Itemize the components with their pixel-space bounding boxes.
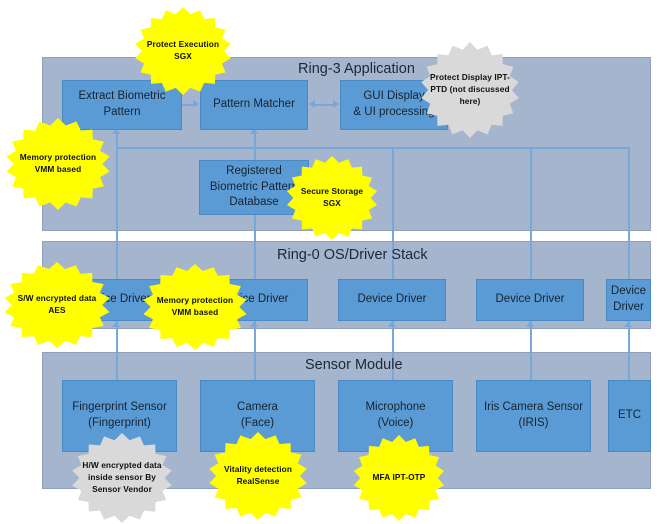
burst-protect-display-line2: IPT- PTD (not — [430, 72, 510, 95]
connector-line-fingerprint — [116, 147, 118, 396]
arrowhead-driver-5 — [624, 321, 632, 327]
box-device-driver-5[interactable]: Device Driver — [606, 279, 651, 321]
burst-memory-protection-ring3: Memory protection VMM based — [6, 118, 110, 210]
box-gui-line2: & UI processing — [353, 106, 435, 118]
burst-protect-display-line3: discussed here) — [459, 84, 510, 106]
connector-extract-to-matcher — [182, 104, 194, 106]
arrowhead-extract — [112, 128, 120, 134]
burst-protect-execution-line2: SGX — [174, 51, 192, 61]
arrowhead-driver-4 — [526, 321, 534, 327]
burst-mem-ring3-line1: Memory protection — [19, 152, 97, 163]
box-extract-line1: Extract Biometric — [78, 90, 166, 103]
burst-secure-storage: Secure Storage SGX — [286, 156, 378, 240]
device-driver-3-label: Device Driver — [357, 293, 427, 306]
connector-stub-patternmatcher — [254, 133, 256, 149]
burst-mem-ring0-line1: Memory protection — [156, 295, 234, 306]
burst-memory-protection-ring0: Memory protection VMM based — [143, 264, 247, 350]
burst-protect-execution-line1: Protect Execution — [146, 39, 220, 50]
connector-line-microphone — [392, 147, 394, 396]
iris-sensor-line1: Iris Camera Sensor — [483, 401, 584, 414]
burst-sw-enc-line2: AES — [48, 305, 66, 315]
device-driver-4-label: Device Driver — [495, 293, 565, 306]
burst-mem-ring3-line2: VMM based — [34, 164, 82, 174]
box-device-driver-3[interactable]: Device Driver — [338, 279, 446, 321]
iris-sensor-line2: (IRIS) — [518, 417, 549, 429]
burst-mfa-ipt-otp: MFA IPT-OTP — [353, 435, 445, 521]
arrowhead-driver-1 — [112, 321, 120, 327]
burst-hw-enc-line2: data inside sensor — [87, 460, 162, 483]
fingerprint-sensor-line2: (Fingerprint) — [88, 417, 151, 429]
microphone-sensor-line1: Microphone — [365, 401, 426, 414]
connector-matcher-to-gui — [314, 104, 334, 106]
burst-sw-encrypted-data: S/W encrypted data AES — [4, 262, 110, 348]
burst-protect-display: Protect Display IPT- PTD (not discussed … — [421, 42, 519, 138]
box-iris-camera-sensor[interactable]: Iris Camera Sensor (IRIS) — [476, 380, 591, 452]
connector-line-iris — [530, 147, 532, 396]
box-etc-sensor[interactable]: ETC — [608, 380, 651, 452]
box-database-line3: Database — [229, 196, 279, 209]
layer-title-ring3: Ring-3 Application — [298, 61, 415, 77]
arrowhead-patternmatcher — [250, 128, 258, 134]
connector-database-to-matcher — [254, 147, 256, 160]
device-driver-5-label-line1: Device — [610, 285, 647, 298]
box-device-driver-4[interactable]: Device Driver — [476, 279, 584, 321]
burst-sw-enc-line1: S/W encrypted data — [17, 293, 97, 304]
arrowhead-matcher-to-gui-left — [309, 100, 315, 108]
burst-protect-execution: Protect Execution SGX — [135, 7, 231, 95]
camera-sensor-line1: Camera — [237, 401, 278, 414]
box-gui-line1: GUI Display — [363, 90, 425, 103]
arrowhead-extract-to-matcher — [193, 100, 199, 108]
burst-hw-enc-line3: By Sensor Vendor — [92, 472, 156, 494]
burst-mfa-line1: MFA — [372, 472, 391, 483]
box-pattern-matcher-line1: Pattern Matcher — [213, 98, 295, 111]
connector-line-etc — [628, 147, 630, 396]
arrowhead-driver-2 — [250, 321, 258, 327]
connector-stub-extract — [116, 133, 118, 149]
burst-protect-display-line1: Protect Display — [430, 72, 492, 83]
connector-bus-ring3 — [116, 147, 629, 149]
device-driver-5-label-line2: Driver — [613, 301, 644, 313]
burst-vitality-line1: Vitality detection — [223, 464, 293, 475]
box-extract-biometric-pattern[interactable]: Extract Biometric Pattern — [62, 80, 182, 130]
burst-mem-ring0-line2: VMM based — [171, 307, 219, 317]
connector-line-camera — [254, 147, 256, 396]
etc-sensor-line1: ETC — [618, 409, 641, 422]
box-database-line1: Registered — [226, 165, 282, 178]
fingerprint-sensor-line1: Fingerprint Sensor — [72, 401, 167, 414]
box-extract-line2: Pattern — [103, 106, 141, 118]
box-database-line2: Biometric Pattern — [209, 180, 299, 193]
microphone-sensor-line2: (Voice) — [377, 417, 414, 429]
burst-mfa-line2: IPT-OTP — [392, 472, 426, 483]
burst-vitality-line2: RealSense — [236, 476, 280, 486]
burst-hw-encrypted-data: H/W encrypted data inside sensor By Sens… — [72, 433, 172, 523]
burst-secure-storage-line1: Secure Storage — [300, 186, 364, 197]
camera-sensor-line2: (Face) — [240, 417, 275, 429]
arrowhead-driver-3 — [388, 321, 396, 327]
burst-hw-enc-line1: H/W encrypted — [82, 460, 142, 471]
burst-secure-storage-line2: SGX — [323, 198, 341, 208]
arrowhead-matcher-to-gui-right — [333, 100, 339, 108]
box-pattern-matcher[interactable]: Pattern Matcher — [200, 80, 308, 130]
layer-title-sensor: Sensor Module — [305, 357, 403, 373]
burst-vitality-detection: Vitality detection RealSense — [209, 432, 307, 520]
layer-title-ring0: Ring-0 OS/Driver Stack — [277, 247, 428, 263]
